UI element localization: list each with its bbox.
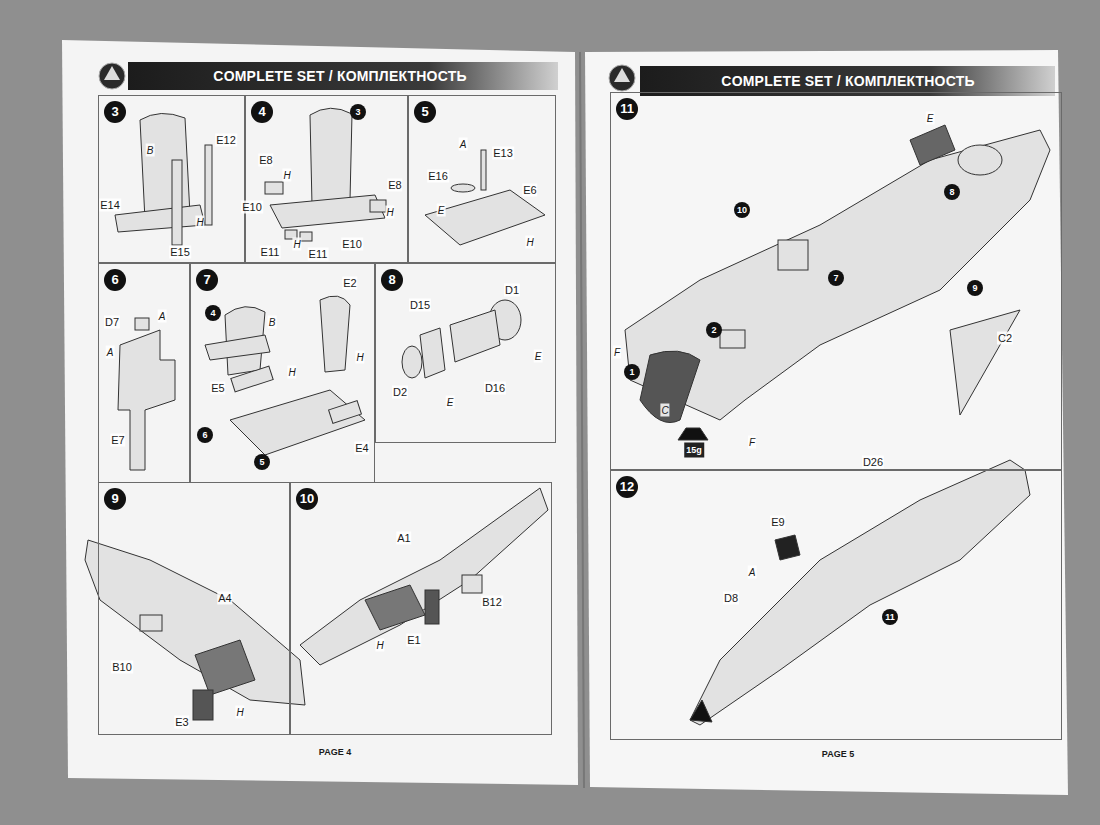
paint-code: A	[748, 566, 757, 579]
paint-code: E	[446, 396, 455, 409]
callout-number: 2	[706, 322, 722, 338]
callout-number: 7	[828, 270, 844, 286]
weight-note: 15g	[684, 443, 704, 458]
step-number: 3	[104, 101, 126, 123]
callout-number: 6	[197, 427, 213, 443]
part-number: A4	[217, 592, 232, 605]
step-panel: 3	[98, 95, 245, 263]
paint-code: A	[459, 138, 468, 151]
part-number: E11	[260, 246, 281, 259]
paint-code: H	[235, 706, 244, 719]
paint-code: H	[292, 238, 301, 251]
part-number: E7	[110, 434, 125, 447]
part-number: D16	[484, 382, 506, 395]
step-panel: 8	[375, 263, 556, 443]
callout-number: 4	[205, 305, 221, 321]
part-number: E2	[342, 277, 357, 290]
step-panel: 7	[190, 263, 375, 483]
part-number: E15	[169, 246, 191, 259]
step-number: 12	[616, 476, 638, 498]
paint-code: H	[195, 216, 204, 229]
part-number: E12	[215, 134, 237, 147]
part-number: D15	[409, 299, 431, 312]
part-number: E16	[427, 170, 449, 183]
step-panel: 4	[245, 95, 408, 263]
logo	[609, 65, 635, 91]
step-number: 10	[296, 488, 318, 510]
logo	[99, 63, 125, 89]
header-title: COMPLETE SET / КОМПЛЕКТНОСТЬ	[212, 70, 467, 83]
paint-code: F	[613, 346, 621, 359]
paint-code: A	[158, 310, 167, 323]
left-page	[62, 40, 578, 785]
paint-code: H	[375, 639, 384, 652]
part-number: E4	[354, 442, 369, 455]
callout-number: 3	[350, 104, 366, 120]
paint-code: A	[106, 346, 115, 359]
spine	[580, 52, 584, 788]
callout-number: 5	[254, 454, 270, 470]
logo	[104, 66, 120, 80]
part-drawings	[85, 108, 1050, 725]
callout-number: 8	[944, 184, 960, 200]
part-number: E8	[387, 179, 402, 192]
page-number: PAGE 5	[821, 748, 855, 761]
paint-code: H	[385, 206, 394, 219]
part-number: D1	[504, 284, 520, 297]
callout-number: 1	[624, 364, 640, 380]
callout-number: 11	[882, 609, 898, 625]
step-number: 6	[104, 269, 126, 291]
header-bar	[128, 62, 558, 90]
part-number: E3	[174, 716, 189, 729]
part-number: E5	[210, 382, 225, 395]
step-number: 8	[381, 269, 403, 291]
callout-number: 9	[967, 280, 983, 296]
part-number: A1	[396, 532, 411, 545]
part-number: E10	[341, 238, 363, 251]
paint-code: F	[748, 436, 756, 449]
part-number: D8	[723, 592, 739, 605]
part-number: E6	[522, 184, 537, 197]
step-panel: 9	[98, 482, 290, 735]
part-number: D7	[104, 316, 120, 329]
step-panel: 10	[290, 482, 552, 735]
paint-code: E	[437, 204, 446, 217]
paint-code: C	[660, 404, 669, 417]
logo	[614, 68, 630, 82]
part-number: D2	[392, 386, 408, 399]
page-number: PAGE 4	[318, 746, 352, 759]
paint-code: B	[268, 316, 277, 329]
step-number: 4	[251, 101, 273, 123]
part-number: E13	[492, 147, 514, 160]
part-number: C2	[997, 332, 1013, 345]
paint-code: H	[525, 236, 534, 249]
part-number: E11	[308, 248, 329, 261]
part-number: D26	[862, 456, 884, 469]
paint-code: E	[534, 350, 543, 363]
step-number: 11	[616, 98, 638, 120]
callout-number: 10	[734, 202, 750, 218]
header-title: COMPLETE SET / КОМПЛЕКТНОСТЬ	[720, 75, 975, 88]
step-number: 9	[104, 488, 126, 510]
part-number: E8	[258, 154, 273, 167]
step-panel: 6	[98, 263, 190, 483]
paint-code: H	[355, 351, 364, 364]
part-number: E10	[241, 201, 263, 214]
right-page	[585, 50, 1068, 795]
part-number: E14	[99, 199, 121, 212]
part-number: E9	[770, 516, 785, 529]
paint-code: E	[926, 112, 935, 125]
step-number: 7	[196, 269, 218, 291]
paint-code: H	[287, 366, 296, 379]
part-number: E1	[406, 634, 421, 647]
paint-code: H	[282, 169, 291, 182]
paint-code: B	[146, 144, 155, 157]
part-number: B12	[481, 596, 503, 609]
part-number: B10	[111, 661, 133, 674]
step-number: 5	[414, 101, 436, 123]
step-panel: 12	[610, 470, 1062, 740]
